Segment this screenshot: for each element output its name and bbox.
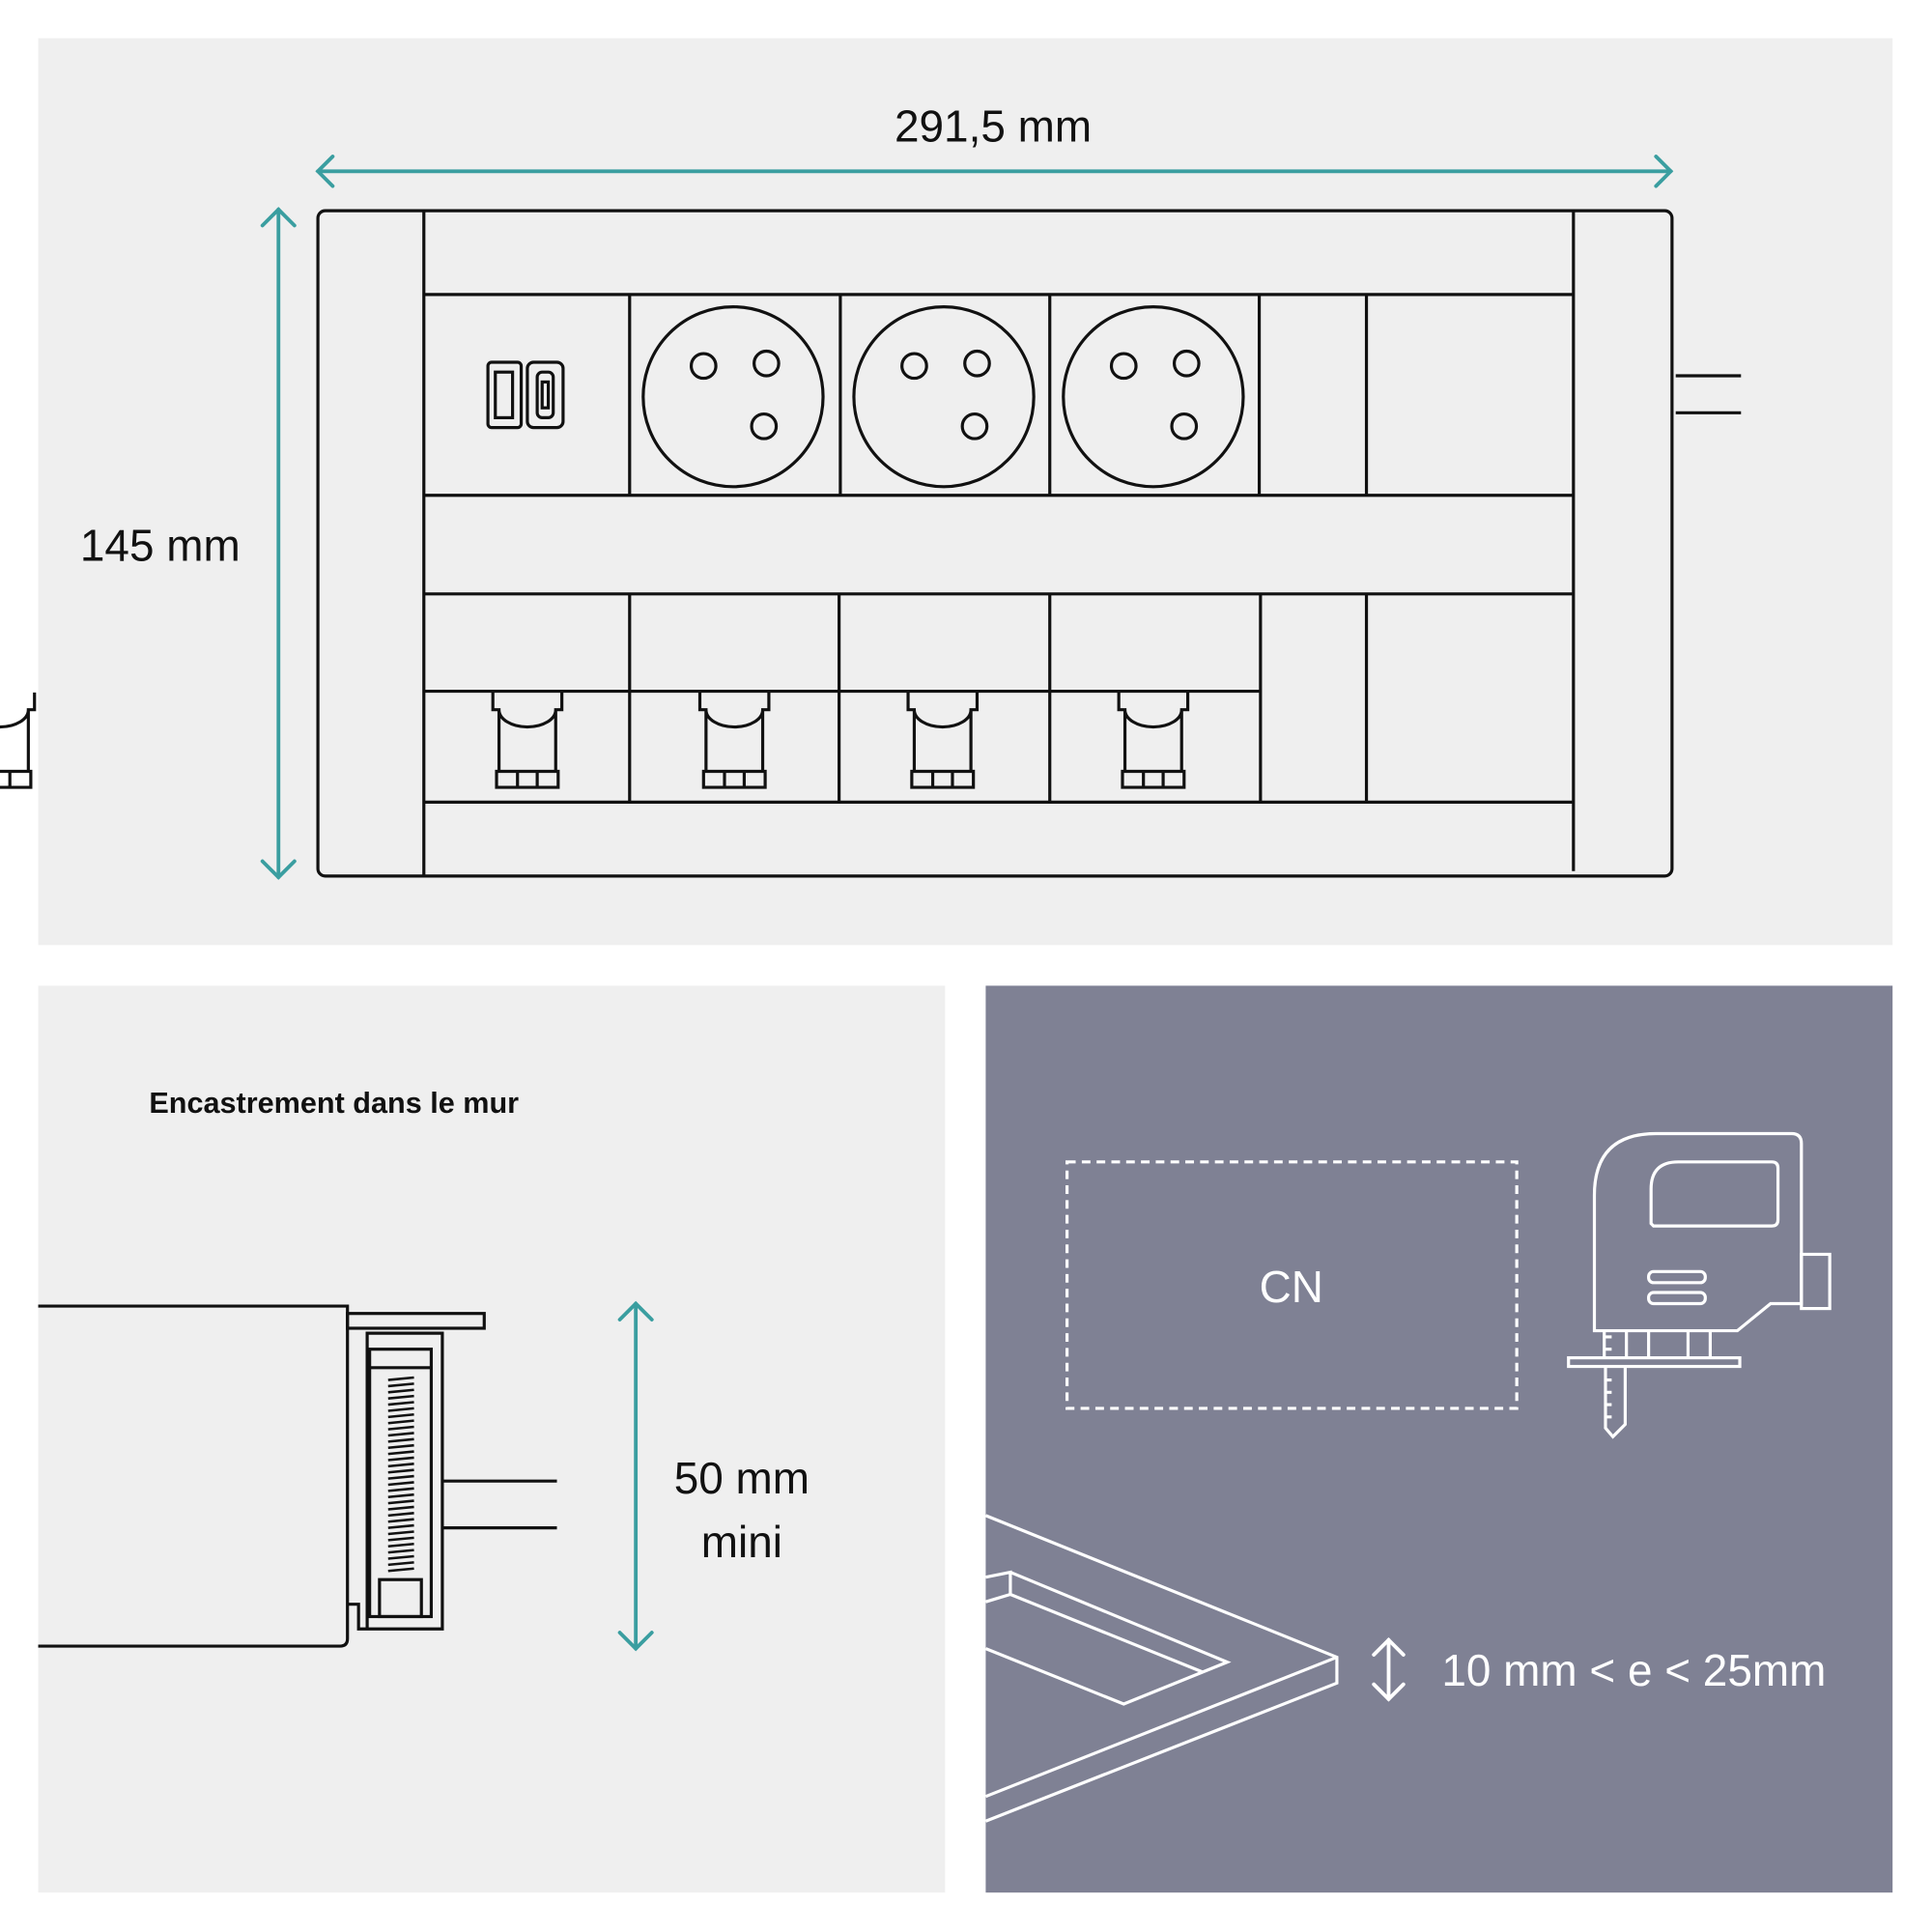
spring-coil-stroke xyxy=(387,1413,414,1419)
width-label: 291,5 mm xyxy=(895,101,1092,152)
spring-coil-stroke xyxy=(387,1376,414,1381)
usb-port-icon xyxy=(486,360,565,430)
spring-coil-stroke xyxy=(387,1443,414,1449)
cutout-label: CN xyxy=(1260,1262,1323,1312)
spring-coil-stroke xyxy=(387,1450,414,1456)
thickness-arrow-icon xyxy=(1372,1636,1406,1702)
front-view-panel: 291,5 mm 145 mm xyxy=(0,38,1893,946)
spring-coil-stroke xyxy=(387,1518,414,1523)
wall-mount-panel: Encastrement dans le mur 50 mm mini xyxy=(38,985,946,1893)
thickness-label: 10 mm < e < 25mm xyxy=(1441,1645,1826,1695)
spring-coil-stroke xyxy=(387,1394,414,1400)
spring-coil-stroke xyxy=(387,1425,414,1431)
spring-coil-stroke xyxy=(387,1536,414,1542)
cutout-panel: CN 10 mm < e < 25mm xyxy=(984,985,1893,1893)
spring-coil xyxy=(387,1376,414,1573)
spring-coil-stroke xyxy=(387,1456,414,1462)
spring-coil-stroke xyxy=(387,1530,414,1536)
spring-coil-stroke xyxy=(387,1505,414,1511)
width-dimension-arrow xyxy=(315,155,1674,188)
depth-label-line1: 50 mm xyxy=(674,1453,810,1503)
spring-coil-stroke xyxy=(387,1463,414,1468)
spring-coil-stroke xyxy=(387,1481,414,1487)
height-dimension-arrow xyxy=(260,207,297,880)
cutout-outline xyxy=(1065,1160,1519,1410)
countertop-illustration xyxy=(984,1514,1339,1823)
spring-coil-stroke xyxy=(387,1492,414,1499)
spring-coil-stroke xyxy=(387,1437,414,1443)
power-socket-icon xyxy=(641,305,825,489)
spring-coil-stroke xyxy=(387,1419,414,1425)
spring-coil-stroke xyxy=(387,1512,414,1518)
depth-label-line2: mini xyxy=(701,1517,782,1567)
spring-coil-stroke xyxy=(387,1561,414,1567)
spring-coil-stroke xyxy=(387,1542,414,1548)
spring-coil-stroke xyxy=(387,1468,414,1474)
power-socket-icon xyxy=(852,305,1036,489)
spring-coil-stroke xyxy=(387,1548,414,1554)
spring-coil-stroke xyxy=(387,1554,414,1560)
wall-mount-title: Encastrement dans le mur xyxy=(149,1087,519,1120)
spring-coil-stroke xyxy=(387,1401,414,1406)
spring-coil-stroke xyxy=(387,1567,414,1573)
spring-coil-stroke xyxy=(387,1406,414,1412)
power-socket-icon xyxy=(1062,305,1245,489)
flange xyxy=(346,1312,486,1330)
spring-coil-stroke xyxy=(387,1388,414,1394)
spring-coil-stroke xyxy=(387,1487,414,1492)
spring-coil-stroke xyxy=(387,1499,414,1505)
jigsaw-icon xyxy=(1567,1131,1832,1439)
depth-dimension-arrow xyxy=(617,1300,654,1652)
spring-coil-stroke xyxy=(387,1474,414,1480)
height-label: 145 mm xyxy=(80,520,241,570)
spring-coil-stroke xyxy=(387,1523,414,1529)
device-outline xyxy=(316,209,1674,878)
spring-coil-stroke xyxy=(387,1382,414,1388)
wall-section xyxy=(38,1304,350,1648)
spring-coil-stroke xyxy=(387,1432,414,1437)
